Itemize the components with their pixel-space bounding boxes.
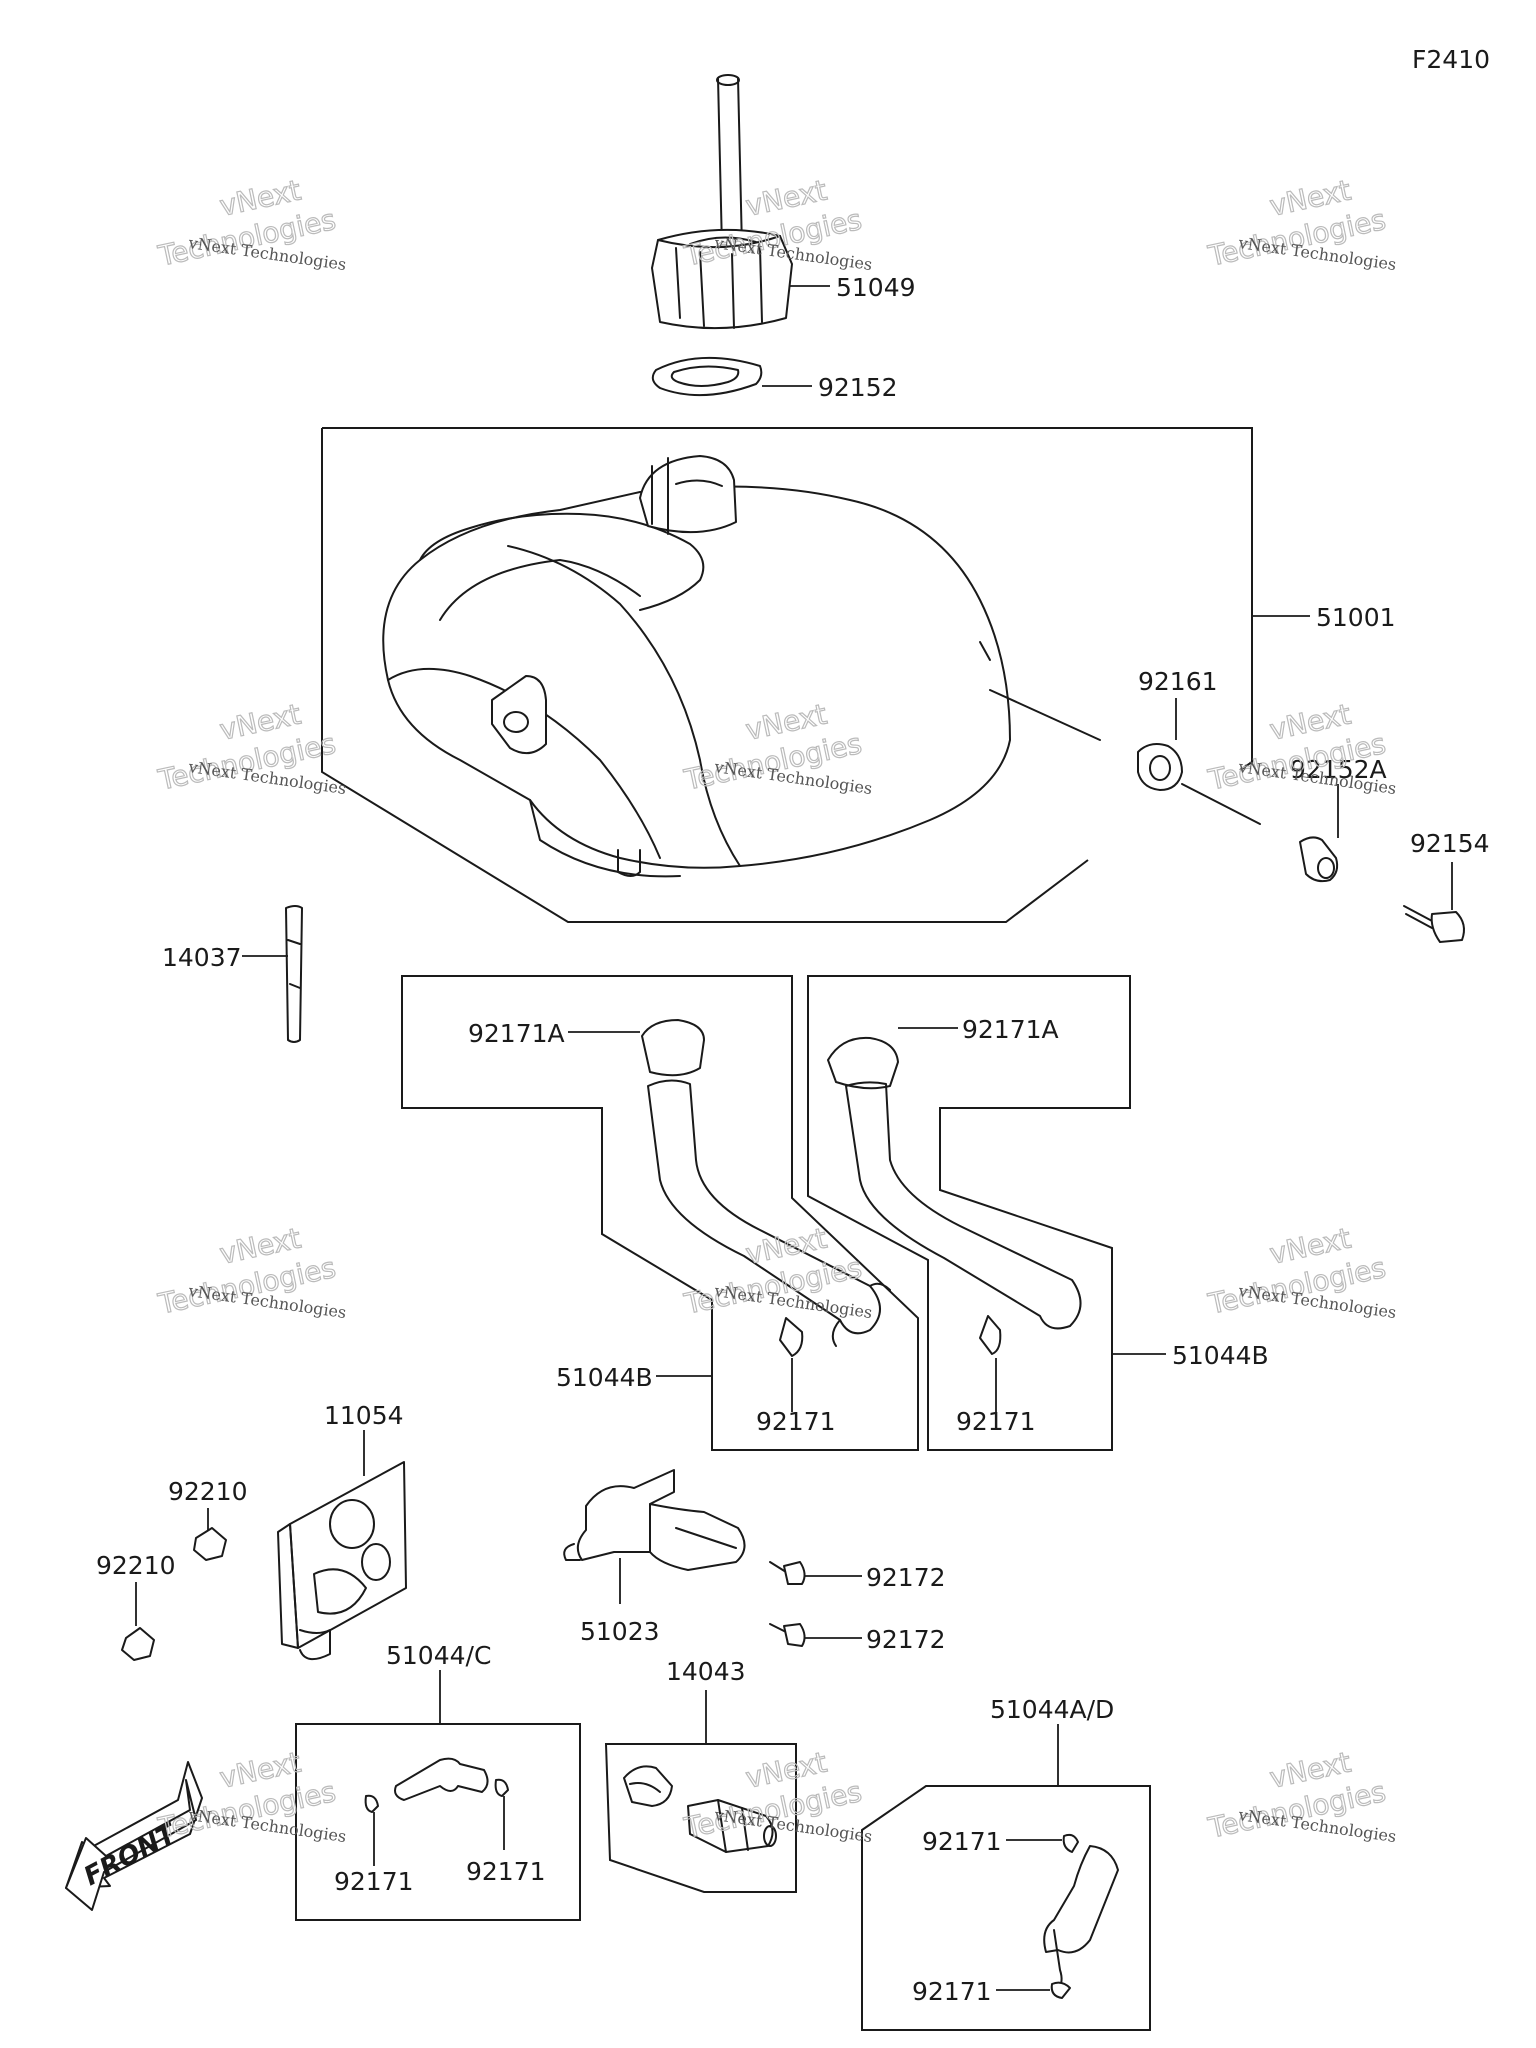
label-92171a-right: 92171A: [962, 1015, 1059, 1044]
label-92171-b2: 92171: [956, 1407, 1036, 1436]
label-51001: 51001: [1316, 603, 1396, 632]
tank-group-outline: [322, 427, 1253, 771]
label-92171-c1: 92171: [334, 1867, 414, 1896]
label-51023: 51023: [580, 1617, 660, 1646]
hose-left-part: [641, 1019, 891, 1357]
label-14037: 14037: [162, 943, 242, 972]
figure-code: F2410: [1412, 45, 1490, 74]
front-arrow-icon: [65, 1761, 203, 1911]
screw-part-a: [769, 1561, 806, 1585]
cap-gasket-part: [651, 356, 763, 397]
collar-part: [1299, 836, 1339, 883]
label-51044c: 51044/C: [386, 1641, 491, 1670]
grommet-part: [1137, 743, 1261, 825]
hose-c-part: [364, 1757, 509, 1813]
label-92154: 92154: [1410, 829, 1490, 858]
label-51044b-left: 51044B: [556, 1363, 653, 1392]
label-92152a: 92152A: [1290, 755, 1387, 784]
fuel-tank-part: [382, 455, 1101, 878]
label-51044ad: 51044A/D: [990, 1695, 1114, 1724]
label-92161: 92161: [1138, 667, 1218, 696]
bolt-part: [1403, 905, 1465, 943]
label-92210-b: 92210: [96, 1551, 176, 1580]
hose-group-right-outline: [807, 975, 1131, 1451]
label-92171-d2: 92171: [912, 1977, 992, 2006]
nut-part-a: [193, 1527, 227, 1561]
label-51044b-right: 51044B: [1172, 1341, 1269, 1370]
label-92171a-left: 92171A: [468, 1019, 565, 1048]
label-92172-a: 92172: [866, 1563, 946, 1592]
screw-part-b: [769, 1623, 806, 1647]
label-92171-c2: 92171: [466, 1857, 546, 1886]
label-11054: 11054: [324, 1401, 404, 1430]
label-92210-a: 92210: [168, 1477, 248, 1506]
hose-group-c-outline: [295, 1723, 581, 1921]
breather-hose-part: [285, 905, 303, 1043]
tank-group-outline-lower: [321, 428, 1089, 923]
hose-group-left-outline: [401, 975, 919, 1451]
nut-part-b: [121, 1627, 155, 1661]
label-92152: 92152: [818, 373, 898, 402]
label-92171-b1: 92171: [756, 1407, 836, 1436]
label-14043: 14043: [666, 1657, 746, 1686]
fuel-cap-part: [651, 74, 793, 330]
label-51049: 51049: [836, 273, 916, 302]
bracket-part: [277, 1461, 407, 1661]
fuel-cock-part: [563, 1469, 746, 1571]
hose-ad-part: [1043, 1833, 1119, 1999]
hose-group-ad-outline: [861, 1785, 1151, 2031]
filter-group-outline: [604, 1743, 797, 1893]
label-92171-d1: 92171: [922, 1827, 1002, 1856]
hose-right-part: [827, 1036, 1082, 1355]
label-92172-b: 92172: [866, 1625, 946, 1654]
fuel-filter-part: [623, 1765, 777, 1853]
